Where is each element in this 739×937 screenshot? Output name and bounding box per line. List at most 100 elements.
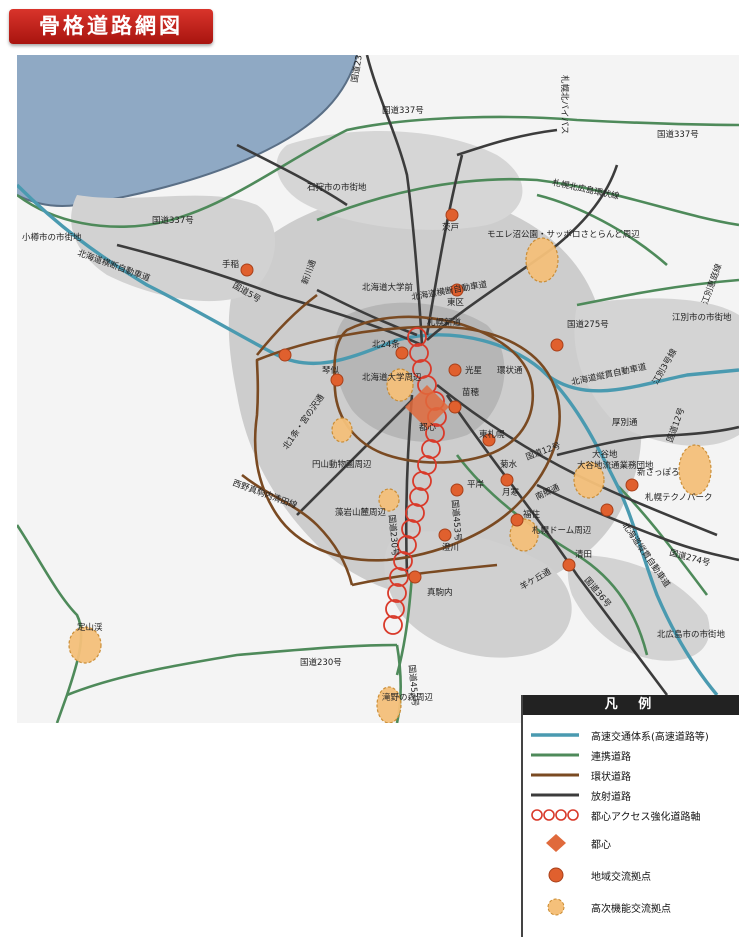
regional-hub-sumikawa xyxy=(438,528,452,542)
regional-hub-kita24 xyxy=(395,346,409,360)
advanced-hub-moerenuma xyxy=(525,237,559,283)
road-network-map: 国道231号 札幌北バイパス 国道337号 国道337号 石狩市の市街地 札幌北… xyxy=(17,55,739,723)
urban-area-west xyxy=(71,195,276,302)
legend-item-access: 都心アクセス強化道路軸 xyxy=(523,805,739,825)
label-tsukisamu: 月寒 xyxy=(502,487,520,498)
label-sapporo-kita-bypass: 札幌北バイパス xyxy=(559,75,570,134)
access-circle xyxy=(407,327,427,347)
legend-item-expressway: 高速交通体系(高速道路等) xyxy=(523,725,739,745)
legend-item-ring: 環状道路 xyxy=(523,765,739,785)
label-inter-station: 北海道大学前 xyxy=(362,282,414,293)
access-circle xyxy=(405,503,425,523)
link-roads xyxy=(17,115,739,723)
legend-item-radial: 放射道路 xyxy=(523,785,739,805)
label-ebetsu-office: 江別市の市街地 xyxy=(672,312,732,323)
expressway-judan xyxy=(545,373,719,697)
advanced-hubs xyxy=(68,237,712,723)
regional-hub-kiyota xyxy=(562,558,576,572)
ring-road-shinkawa xyxy=(255,293,318,356)
access-circle xyxy=(393,551,413,571)
regional-hub-makomanai xyxy=(408,570,422,584)
label-otaru: 小樽市の市街地 xyxy=(22,232,82,243)
label-sapporo-shindo: 札幌新道 xyxy=(427,317,462,328)
access-circle xyxy=(412,471,432,491)
label-kotoni: 琴似 xyxy=(322,366,340,376)
label-teine: 手稲 xyxy=(222,259,240,270)
link-road-west-valley xyxy=(17,524,83,723)
regional-hub-ebetsu xyxy=(550,338,564,352)
downtown-access-axis xyxy=(383,327,447,635)
radial-road-274 xyxy=(536,483,739,562)
label-technopark: 札幌テクノパーク xyxy=(645,492,713,503)
label-jozankei: 定山渓 xyxy=(77,622,103,633)
legend-label: 環状道路 xyxy=(591,772,631,783)
sea-area xyxy=(17,55,357,206)
regional-hub-ooyachi-sta xyxy=(600,503,614,517)
radial-road-5 xyxy=(116,243,423,347)
label-kanjo: 環状通 xyxy=(497,365,523,376)
legend-label: 地域交流拠点 xyxy=(591,872,651,883)
label-shin-sapporo: 新さっぽろ xyxy=(637,467,680,478)
legend-expressway-symbol xyxy=(531,733,579,737)
label-hondori: 東札幌 xyxy=(479,429,505,440)
legend-item-regional: 地域交流拠点 xyxy=(523,865,739,885)
legend-item-advanced: 高次機能交流拠点 xyxy=(523,897,739,917)
access-circle xyxy=(425,423,445,443)
regional-hub-tsukisamu xyxy=(500,473,514,487)
legend-link-symbol xyxy=(531,753,579,757)
legend-item-link: 連携道路 xyxy=(523,745,739,765)
label-takino: 滝野の森周辺 xyxy=(382,692,434,703)
label-naebo: 苗穂 xyxy=(462,387,480,398)
radial-road-north-west xyxy=(236,143,348,207)
legend-center-symbol xyxy=(546,834,566,852)
link-road-ebetsu xyxy=(576,278,739,307)
label-r337-east: 国道337号 xyxy=(657,129,699,140)
label-kitahiroshima: 北広島市の市街地 xyxy=(657,629,726,640)
regional-hub-hiragishi xyxy=(450,483,464,497)
radial-road-36 xyxy=(445,394,669,696)
label-sapporo-dome: 札幌ドーム周辺 xyxy=(532,525,592,536)
label-makomanai: 真駒内 xyxy=(427,587,453,598)
label-sumikawa: 澄川 xyxy=(442,542,459,553)
label-ishikari-office: 石狩市の市街地 xyxy=(307,182,367,193)
expressways xyxy=(17,183,739,697)
regional-hub-mishima xyxy=(445,208,459,222)
legend-heading: 凡 例 xyxy=(523,695,739,715)
advanced-hub-takino xyxy=(376,686,402,723)
coastline xyxy=(17,55,358,207)
label-r337-west: 国道337号 xyxy=(382,105,424,116)
label-kikusui: 菊水 xyxy=(500,459,518,470)
access-circle xyxy=(389,567,409,587)
ring-road-kanjo xyxy=(333,315,535,464)
advanced-hub-technopark xyxy=(678,444,712,496)
access-circle xyxy=(421,439,441,459)
label-kita24: 北24条 xyxy=(372,339,400,350)
label-kouei: 光星 xyxy=(465,365,482,376)
access-circle xyxy=(409,487,429,507)
label-kiyota: 清田 xyxy=(575,549,592,560)
regional-hub-naebo xyxy=(448,400,462,414)
access-circle xyxy=(385,599,405,619)
label-toshin: 都心 xyxy=(419,423,437,433)
radial-road-kita-bypass xyxy=(456,128,558,157)
legend-label: 都心 xyxy=(591,840,611,851)
ring-road-outer xyxy=(253,325,561,562)
access-circle xyxy=(383,615,403,635)
urban-area-east xyxy=(574,298,739,446)
radial-road-275 xyxy=(426,164,619,341)
link-road-south-east xyxy=(455,454,649,656)
regional-hub-shinsapporo xyxy=(625,478,639,492)
ring-roads xyxy=(241,293,561,587)
radial-road-ishikari xyxy=(425,154,464,336)
radial-road-sapporo-station xyxy=(316,288,418,337)
label-r230-south: 国道230号 xyxy=(300,657,342,668)
expressway-yokodan xyxy=(17,183,739,393)
advanced-hub-moiwa xyxy=(378,488,400,512)
label-mishima: 茨戸 xyxy=(442,222,459,233)
downtown-center-marker xyxy=(405,385,449,429)
label-r453-south: 国道453号 xyxy=(406,664,421,707)
legend-advanced-symbol xyxy=(547,898,565,916)
advanced-hub-ooyachi xyxy=(573,461,605,499)
label-ooyachi: 大谷地 xyxy=(592,449,618,460)
label-r275: 国道275号 xyxy=(567,319,609,330)
